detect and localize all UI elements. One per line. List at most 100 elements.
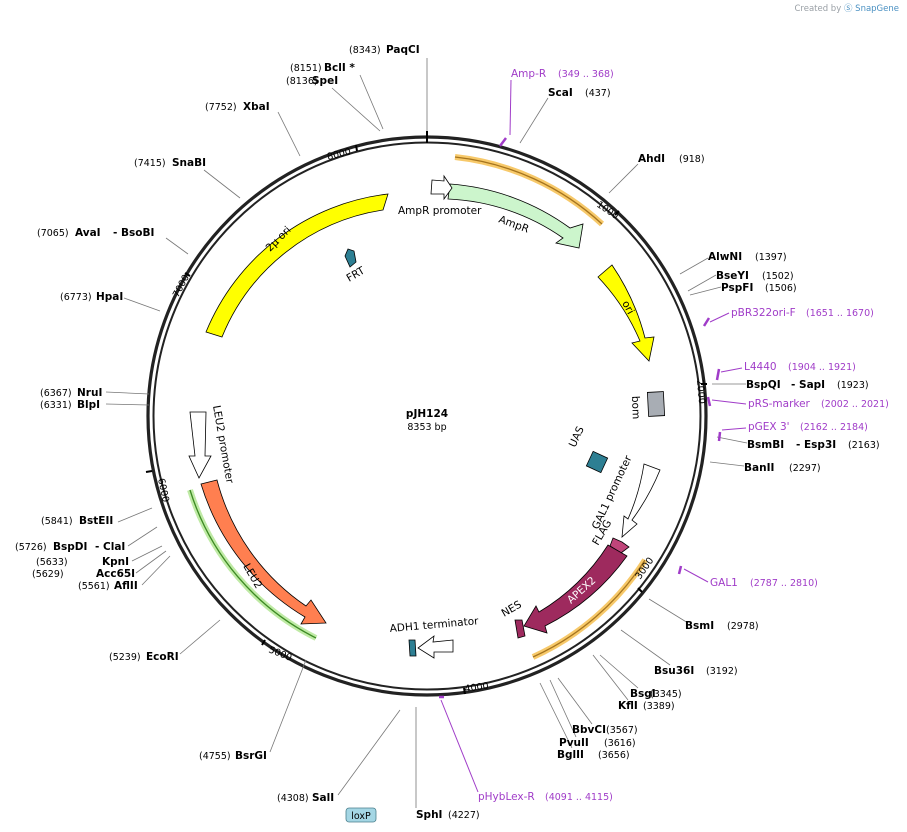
enzyme-name: PaqCI	[386, 44, 420, 56]
primer-range: (2162 .. 2184)	[800, 422, 868, 433]
tick-mark	[261, 639, 266, 646]
enzyme-name: BstEII	[79, 515, 113, 527]
apex2-highlight-line	[532, 559, 646, 658]
enzyme-position: (918)	[679, 154, 705, 165]
plasmid-size: 8353 bp	[407, 422, 446, 433]
loxp-box	[345, 807, 377, 823]
tick-label: 7000	[171, 273, 192, 300]
primer-leader-line	[721, 427, 747, 431]
enzyme-position: (8343)	[349, 45, 381, 56]
snapgene-logo-icon: Ⓢ	[843, 4, 853, 14]
leu2-promoter-feature	[188, 411, 212, 479]
enzyme-leader-line	[716, 436, 748, 444]
enzyme-leader-line	[599, 654, 639, 689]
primer-site-mark	[677, 565, 683, 575]
tick-mark	[184, 272, 191, 277]
enzyme-alt-name: - Esp3I	[796, 439, 836, 451]
flag-feature	[609, 537, 630, 554]
enzyme-position: (3345)	[650, 689, 682, 700]
frt-label: FRT	[345, 264, 368, 284]
enzyme-name: AflII	[114, 580, 138, 592]
bom-label: bom	[629, 396, 642, 420]
enzyme-leader-line	[123, 297, 161, 312]
enzyme-alt-name: - ClaI	[95, 541, 125, 553]
enzyme-position: (6331)	[40, 400, 72, 411]
ampr-feature	[447, 183, 584, 249]
enzyme-name: BsmBI	[747, 439, 784, 451]
leu2-promoter-label: LEU2 promoter	[210, 404, 236, 484]
primer-range: (2002 .. 2021)	[821, 399, 889, 410]
apex2-feature	[523, 544, 628, 634]
primer-name: Amp-R	[511, 68, 546, 80]
enzyme-name: SphI	[416, 809, 442, 821]
enzyme-position: (3192)	[706, 666, 738, 677]
enzyme-leader-line	[105, 403, 150, 406]
enzyme-position: (7065)	[37, 228, 69, 239]
enzyme-leader-line	[337, 709, 401, 796]
enzyme-leader-line	[359, 74, 384, 130]
enzyme-position: (5239)	[109, 652, 141, 663]
primer-range: (2787 .. 2810)	[750, 578, 818, 589]
adh1-terminator-feature	[417, 635, 454, 659]
enzyme-position: (5726)	[15, 542, 47, 553]
enzyme-leader-line	[141, 555, 171, 586]
primer-leader-line	[711, 399, 747, 405]
enzyme-position: (7415)	[134, 158, 166, 169]
enzyme-name: AvaI	[75, 227, 101, 239]
primer-site-mark	[717, 431, 722, 442]
enzyme-position: (1502)	[762, 271, 794, 282]
enzyme-name: XbaI	[243, 101, 270, 113]
enzyme-name: BbvCI	[572, 724, 606, 736]
enzyme-position: (5633)	[36, 557, 68, 568]
enzyme-leader-line	[165, 237, 189, 255]
primer-name: pRS-marker	[748, 398, 811, 410]
enzyme-leader-line	[709, 461, 745, 467]
enzyme-position: (1506)	[765, 283, 797, 294]
primer-leader-line	[720, 367, 743, 373]
enzyme-name: NruI	[77, 387, 102, 399]
primer-site-mark	[715, 368, 721, 381]
gal1-promoter-feature	[621, 463, 661, 538]
enzyme-name: PvuII	[559, 737, 589, 749]
enzyme-position: (437)	[585, 88, 611, 99]
enzyme-name: KflI	[618, 700, 638, 712]
enzyme-name: BsmI	[685, 620, 714, 632]
primer-name: pGEX 3'	[748, 421, 790, 433]
ori-feature	[597, 264, 655, 362]
enzyme-position: (6773)	[60, 292, 92, 303]
enzyme-leader-line	[127, 526, 158, 547]
leu2-feature	[200, 479, 327, 625]
enzyme-position: (7752)	[205, 102, 237, 113]
uas-label: UAS	[567, 424, 587, 449]
primer-name: L4440	[744, 361, 777, 373]
enzyme-leader-line	[105, 391, 150, 395]
tick-mark	[145, 470, 153, 473]
enzyme-leader-line	[519, 97, 549, 144]
tick-mark	[637, 587, 643, 593]
watermark-prefix: Created by	[794, 4, 842, 14]
enzyme-name: BlpI	[77, 399, 100, 411]
uas-feature	[585, 450, 609, 474]
enzyme-position: (3656)	[598, 750, 630, 761]
loxp-box-label: loxP	[351, 811, 371, 822]
enzyme-name: BsgI	[630, 688, 656, 700]
primer-leader-line	[709, 312, 730, 323]
enzyme-position: (1923)	[837, 380, 869, 391]
enzyme-name: BsrGI	[235, 750, 267, 762]
ampr-highlight-line	[454, 156, 603, 225]
enzyme-name: AhdI	[638, 153, 665, 165]
tick-mark	[463, 687, 466, 695]
enzyme-name: SnaBI	[172, 157, 206, 169]
enzyme-leader-line	[203, 169, 241, 199]
tick-label: 8000	[326, 146, 352, 163]
enzyme-leader-line	[689, 286, 722, 296]
enzyme-name: KpnI	[102, 556, 129, 568]
loxp-feature	[408, 639, 417, 657]
ampr-promoter-label: AmpR promoter	[398, 205, 482, 217]
adh1-terminator-label: ADH1 terminator	[389, 615, 479, 635]
enzyme-alt-name: - BsoBI	[113, 227, 154, 239]
enzyme-name: HpaI	[96, 291, 123, 303]
enzyme-leader-line	[648, 598, 689, 624]
enzyme-alt-name: - SapI	[791, 379, 825, 391]
